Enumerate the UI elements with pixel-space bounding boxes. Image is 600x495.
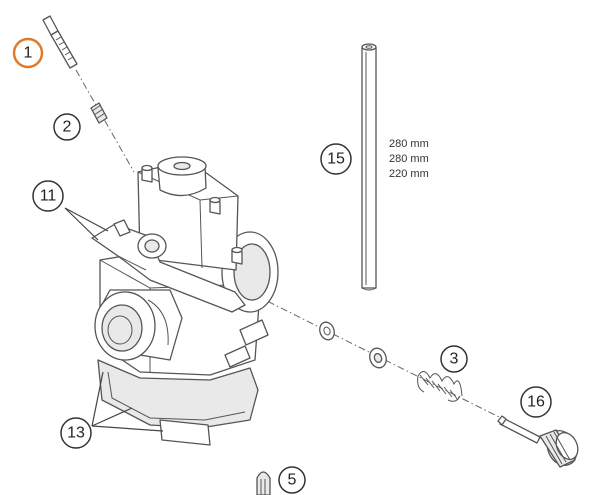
callout-5: 5 — [278, 466, 306, 494]
leader-lines — [64, 207, 164, 432]
svg-text:15: 15 — [327, 151, 345, 168]
callout-15: 15 — [320, 143, 352, 175]
tube-length-2: 280 mm — [389, 153, 429, 165]
idle-spring-part — [417, 371, 463, 402]
tube-length-spec: 280 mm 280 mm 220 mm — [389, 138, 429, 180]
svg-text:16: 16 — [527, 394, 545, 411]
callout-16: 16 — [520, 386, 552, 418]
svg-text:11: 11 — [40, 188, 57, 205]
svg-text:2: 2 — [63, 119, 72, 136]
svg-text:5: 5 — [288, 472, 297, 489]
carburetor-body — [94, 156, 279, 446]
washer-parts — [319, 321, 387, 369]
tube-length-3: 220 mm — [389, 168, 429, 180]
tube-length-1: 280 mm — [389, 138, 429, 150]
jet-part — [256, 471, 271, 495]
callout-13: 13 — [60, 417, 92, 449]
small-spring-part — [90, 102, 108, 124]
callout-11: 11 — [32, 180, 64, 212]
svg-text:13: 13 — [67, 425, 85, 442]
adjustment-screw-part — [497, 415, 579, 468]
callout-2: 2 — [53, 113, 81, 141]
callout-1: 1 — [12, 37, 44, 69]
svg-text:3: 3 — [450, 351, 459, 368]
vent-tube-part — [361, 43, 377, 291]
callout-3: 3 — [440, 345, 468, 373]
screw-part — [42, 15, 78, 69]
svg-text:1: 1 — [24, 45, 33, 62]
throttle-lever-part — [91, 219, 246, 313]
